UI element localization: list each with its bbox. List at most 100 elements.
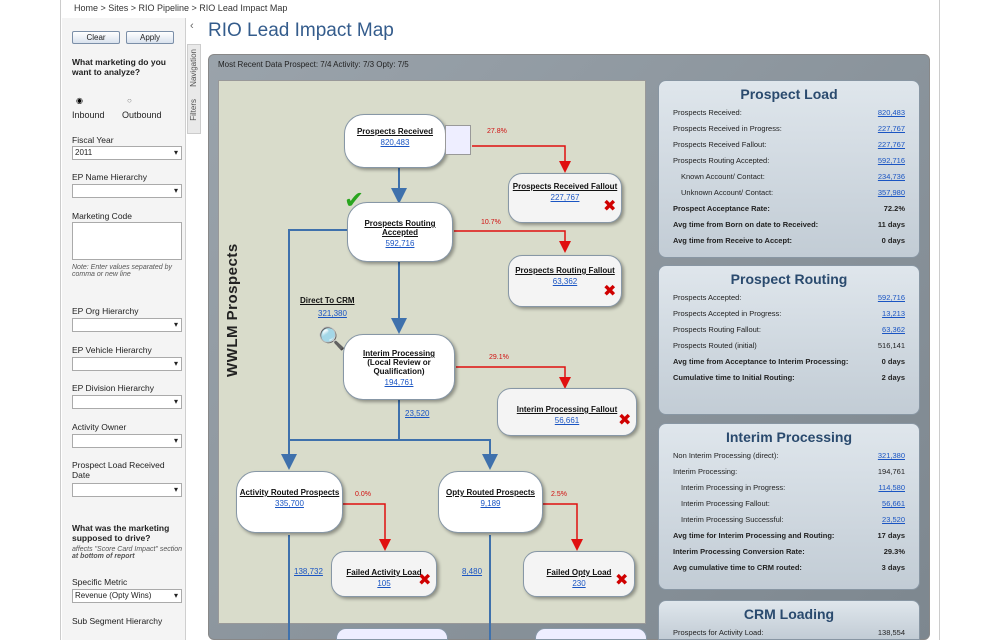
metric-label: Interim Processing:	[673, 467, 738, 476]
metric-label: Avg time from Born on date to Received:	[673, 220, 819, 229]
metric-value: 194,761	[877, 467, 905, 476]
metric-value[interactable]: 114,580	[878, 483, 905, 492]
marketing-code-note: Note: Enter values separated by comma or…	[72, 264, 173, 278]
panel-title: Prospect Routing	[730, 271, 848, 287]
metric-value: 357,980	[877, 188, 905, 197]
metric-row: Non Interim Processing (direct):321,380	[659, 451, 919, 467]
ep-vehicle-label: EP Vehicle Hierarchy	[72, 345, 152, 355]
metric-value[interactable]: 227,767	[877, 124, 905, 133]
prospect-load-date-select[interactable]	[72, 483, 182, 497]
failed-activity-pct: 0.0%	[355, 491, 371, 498]
metric-row: Unknown Account/ Contact:357,980	[659, 188, 919, 204]
metric-label: Interim Processing Fallout:	[681, 499, 770, 508]
person-card-icon	[445, 125, 471, 155]
activity-owner-select[interactable]	[72, 434, 182, 448]
failed-activity-node[interactable]: Failed Activity Load 105	[331, 551, 437, 597]
metric-row: Prospects Accepted in Progress: 13,213	[659, 309, 919, 325]
received-fallout-node[interactable]: Prospects Received Fallout 227,767	[508, 173, 622, 223]
ep-vehicle-select[interactable]	[72, 357, 182, 371]
activity-output-value[interactable]: 138,732	[294, 567, 323, 576]
analyze-question: What marketing do you want to analyze?	[72, 57, 166, 77]
recent-data-text: Most Recent Data Prospect: 7/4 Activity:…	[218, 60, 409, 69]
metric-value: 516,141	[877, 341, 905, 350]
metric-value: 29.3%	[883, 547, 905, 556]
failed-opty-pct: 2.5%	[551, 491, 567, 498]
metric-label: Known Account/ Contact:	[681, 172, 765, 181]
metric-row: Interim Processing Conversion Rate:29.3%	[659, 547, 919, 563]
interim-output-value[interactable]: 23,520	[405, 409, 430, 418]
metric-label: Prospects for Activity Load:	[673, 628, 764, 637]
metric-value[interactable]: 23,520	[882, 515, 905, 524]
metric-row: Prospects Routing Accepted:592,716	[659, 156, 919, 172]
metric-value[interactable]: 820,483	[877, 108, 905, 117]
specific-metric-select[interactable]: Revenue (Opty Wins)	[72, 589, 182, 603]
marketing-code-textarea[interactable]	[72, 222, 182, 260]
ep-division-select[interactable]	[72, 395, 182, 409]
marketing-code-label: Marketing Code	[72, 211, 133, 221]
panel-title: Interim Processing	[725, 429, 853, 445]
outbound-radio[interactable]: ○	[127, 96, 132, 105]
metric-value: 72.2%	[883, 204, 905, 213]
panel-title: CRM Loading	[743, 606, 835, 622]
sub-segment-label: Sub Segment Hierarchy	[72, 616, 163, 626]
metric-row: Avg time from Acceptance to Interim Proc…	[659, 357, 919, 373]
metric-value[interactable]: 56,661	[882, 499, 905, 508]
direct-to-crm-value[interactable]: 321,380	[318, 309, 347, 318]
clear-button[interactable]: Clear	[72, 31, 120, 44]
filter-side-tabs: Filters Navigation	[187, 44, 201, 134]
fallout-x-icon: ✖	[603, 283, 617, 300]
interim-fallout-node[interactable]: Interim Processing Fallout 56,661	[497, 388, 637, 436]
metric-row: Avg time for Interim Processing and Rout…	[659, 531, 919, 547]
opty-output-value[interactable]: 8,480	[462, 567, 483, 576]
metric-row: Prospects Routed (initial) 516,141	[659, 341, 919, 357]
metric-label: Prospects Received:	[673, 108, 742, 117]
metric-label: Prospects Routed (initial)	[673, 341, 757, 350]
prospect-routing-panel: Prospect Routing Prospects Accepted:592,…	[658, 265, 920, 415]
ep-name-label: EP Name Hierarchy	[72, 172, 147, 182]
metric-label: Interim Processing in Progress:	[681, 483, 786, 492]
metric-row: Interim Processing: 194,761	[659, 467, 919, 483]
metric-value[interactable]: 592,716	[877, 293, 905, 302]
metric-row: Interim Processing Fallout: 56,661	[659, 499, 919, 515]
metric-label: Prospects Routing Fallout:	[673, 325, 761, 334]
metric-label: Prospects Received Fallout:	[673, 140, 767, 149]
magnifier-icon: 🔍	[318, 326, 346, 351]
metric-value: 0 days	[881, 236, 905, 245]
metric-value[interactable]: 227,767	[877, 140, 905, 149]
routing-fallout-node[interactable]: Prospects Routing Fallout 63,362	[508, 255, 622, 307]
metric-label: Avg cumulative time to CRM routed:	[673, 563, 802, 572]
interim-processing-node[interactable]: Interim Processing (Local Review or Qual…	[343, 334, 455, 400]
prospects-received-node[interactable]: Prospects Received 820,483	[344, 114, 446, 168]
activity-routed-node[interactable]: Activity Routed Prospects 335,700	[236, 471, 343, 533]
metric-value[interactable]: 592,716	[877, 156, 905, 165]
direct-to-crm-label[interactable]: Direct To CRM	[300, 296, 355, 305]
metric-value[interactable]: 63,362	[882, 325, 905, 334]
metric-value: 11 days	[877, 220, 905, 229]
metric-value[interactable]: 321,380	[877, 451, 905, 460]
activity-owner-label: Activity Owner	[72, 422, 127, 432]
breadcrumb[interactable]: Home > Sites > RIO Pipeline > RIO Lead I…	[74, 3, 288, 13]
specific-metric-label: Specific Metric	[72, 577, 128, 587]
metric-label: Interim Processing Successful:	[681, 515, 784, 524]
metric-value[interactable]: 13,213	[882, 309, 905, 318]
ep-name-select[interactable]	[72, 184, 182, 198]
opty-routed-node[interactable]: Opty Routed Prospects 9,189	[438, 471, 543, 533]
interim-processing-panel: Interim Processing Non Interim Processin…	[658, 423, 920, 590]
collapse-panel-icon[interactable]: ‹	[190, 20, 194, 32]
routing-accepted-node[interactable]: Prospects Routing Accepted 592,716	[347, 202, 453, 262]
metric-label: Avg time for Interim Processing and Rout…	[673, 531, 835, 540]
inbound-radio[interactable]: ◉	[76, 96, 83, 105]
fallout-x-icon: ✖	[618, 412, 632, 429]
ep-org-select[interactable]	[72, 318, 182, 332]
metric-row: Cumulative time to Initial Routing:2 day…	[659, 373, 919, 389]
metric-label: Prospects Accepted in Progress:	[673, 309, 782, 318]
failed-opty-node[interactable]: Failed Opty Load 230	[523, 551, 635, 597]
metric-row: Interim Processing in Progress: 114,580	[659, 483, 919, 499]
fiscal-year-select[interactable]: 2011	[72, 146, 182, 160]
apply-button[interactable]: Apply	[126, 31, 174, 44]
panel-title: Prospect Load	[740, 86, 838, 102]
metric-row: Prospects Accepted:592,716	[659, 293, 919, 309]
routing-fallout-pct: 10.7%	[481, 219, 501, 226]
outbound-label: Outbound	[122, 110, 162, 120]
metric-row: Known Account/ Contact:234,736	[659, 172, 919, 188]
